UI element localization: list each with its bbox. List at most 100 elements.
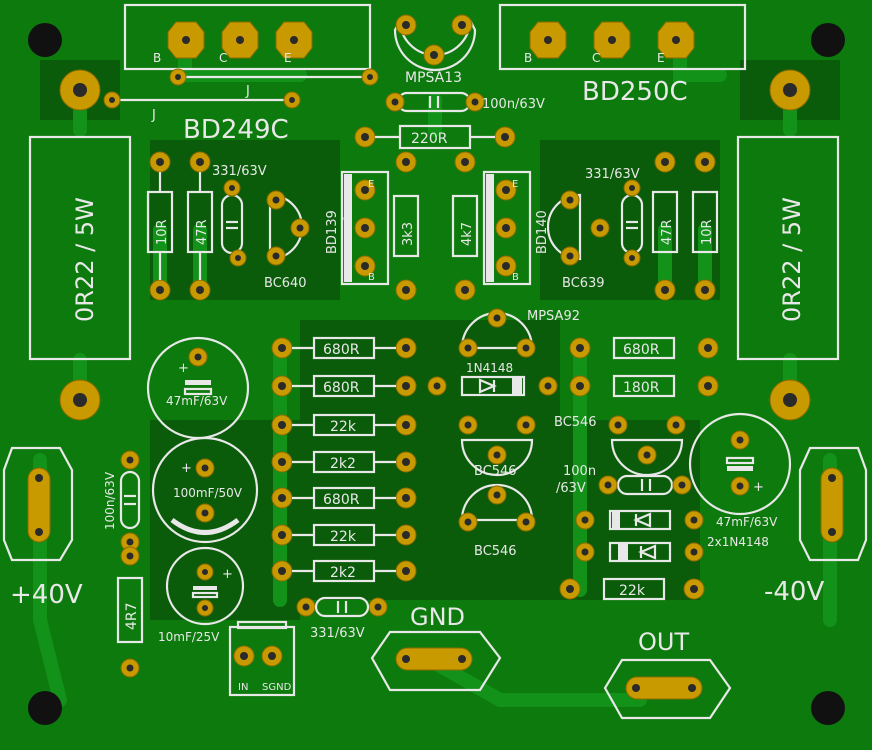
r-680r-2-label: 680R [323,380,360,396]
bc546-transistors: BC546 BC546 BC546 [458,415,686,559]
resistor-220r-label: 220R [411,131,448,147]
bd139-label: BD139 [325,210,340,254]
minus40-label: -40V [764,577,824,607]
bd249c-label: BD249C [183,115,289,145]
input-connector: IN SGND [228,620,296,697]
gnd-terminal: GND [370,603,502,692]
right-bias-network: 100n /63V 2x1N4148 22k [556,464,769,601]
r-3k3-label: 3k3 [401,222,416,246]
r-2k2-2-label: 2k2 [330,565,356,581]
jumpers: J J [103,68,379,123]
r-680r-right-label: 680R [623,342,660,358]
resistor-4r7: 4R7 [116,546,144,678]
left-driver-section: 10R 47R 331/63V BC640 [146,151,310,301]
left-47r-label: 47R [195,219,210,245]
r-180r-label: 180R [623,380,660,396]
bd139-b: B [368,272,375,283]
jumper-label-top: J [245,84,250,99]
copper-plane-regions [40,60,840,620]
mpsa92-footprint: MPSA92 [458,308,580,358]
r-22k-2-label: 22k [330,529,357,545]
bc546-3-label: BC546 [554,415,597,430]
cap-10mf-label: 10mF/25V [158,630,220,644]
cap-100n-top: 100n/63V [385,91,545,113]
bd139-footprint: E C B BD139 [325,170,390,286]
bc639-label: BC639 [562,276,605,291]
resistor-220r: 220R [354,124,516,150]
diode-center-label: 1N4148 [466,361,513,375]
r-680r-1: 680R [271,336,417,360]
bd249c-b-label: B [153,51,161,65]
resistor-4k7: 4k7 [451,151,479,301]
right-driver-section: BC639 331/63V 47R 10R [546,151,719,301]
cap-100n-left: 100n/63V [103,450,141,552]
out-terminal: OUT [603,628,732,720]
r-2k2-1-label: 2k2 [330,456,356,472]
cap-47mf-right: + 47mF/63V [688,412,792,529]
r-4r7-label: 4R7 [124,602,140,630]
cap-10mf-plus: + [222,567,233,582]
r-680r-3: 680R [271,486,417,510]
bd140-label: BD140 [535,210,550,254]
bd140-footprint: E C B BD140 [482,170,550,286]
minus40-terminal: -40V [764,446,868,607]
cap-331-left-label: 331/63V [212,164,267,179]
bd250c-c-label: C [592,51,600,65]
in-label: IN [238,682,248,693]
bd250c-e-label: E [657,51,665,65]
right-resistors: 680R 180R [569,336,719,398]
resistor-3k3: 3k3 [392,151,420,301]
bd140-b: B [512,272,519,283]
bd250c-footprint: B C E [498,3,747,71]
r-22k-1: 22k [271,413,417,437]
cap-100n-left-label: 100n/63V [103,471,117,530]
r-22k-1-label: 22k [330,419,357,435]
bc640-label: BC640 [264,276,307,291]
bd249c-c-label: C [219,51,227,65]
cap-47mf-right-plus: + [753,480,764,495]
bd250c-label: BD250C [582,77,688,107]
r-680r-1-label: 680R [323,342,360,358]
diode-1n4148-center: 1N4148 [427,361,558,397]
center-resistors: 680R 680R 22k 2k2 680R [271,336,417,641]
mounting-holes [28,23,845,725]
or22-left-label: 0R22 / 5W [71,197,99,322]
r-2k2-1: 2k2 [271,450,417,474]
r-4k7-label: 4k7 [460,222,475,246]
cap-100n-right-label-1: 100n [563,464,596,479]
mpsa13-label: MPSA13 [405,70,462,86]
cap-331-bottom-label: 331/63V [310,626,365,641]
cap-47mf-left: + 47mF/63V [146,336,250,440]
r-680r-3-label: 680R [323,492,360,508]
cap-100n-right-label-2: /63V [556,481,586,496]
cap-100mf-label: 100mF/50V [173,486,243,500]
sgnd-label: SGND [262,682,292,693]
plus40-terminal: +40V [2,446,83,610]
r-2k2-2: 2k2 [271,559,417,583]
out-label: OUT [638,628,689,656]
cap-47mf-left-plus: + [178,361,189,376]
cap-331-right-label: 331/63V [585,167,640,182]
jumper-label-left: J [151,108,156,123]
bd140-e: E [512,179,518,190]
r-22k-2: 22k [271,523,417,547]
cap-47mf-right-label: 47mF/63V [716,515,778,529]
resistor-or22-left: 0R22 / 5W [28,69,132,421]
bd139-e: E [368,179,374,190]
bd139-c: C [343,214,350,225]
bd140-c: C [486,214,493,225]
cap-100mf-plus: + [181,461,192,476]
left-10r-label: 10R [155,219,170,245]
bd249c-e-label: E [284,51,292,65]
bc546-2-label: BC546 [474,544,517,559]
cap-331-bottom: 331/63V [296,596,388,641]
mpsa13-footprint: MPSA13 [393,14,477,86]
cap-10mf: + 10mF/25V [158,546,245,644]
mpsa92-label: MPSA92 [527,309,580,324]
cap-100n-top-label: 100n/63V [482,97,545,112]
bd249c-footprint: B C E [123,3,372,71]
gnd-label: GND [410,603,465,631]
right-47r-label: 47R [660,219,675,245]
r-22k-right-label: 22k [619,583,646,599]
